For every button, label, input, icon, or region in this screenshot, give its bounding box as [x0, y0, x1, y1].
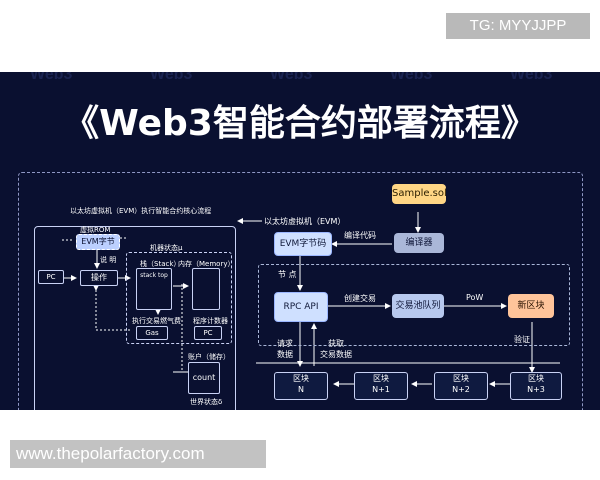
program-counter-label: 程序计数器 — [193, 317, 228, 325]
node-label: 节 点 — [278, 270, 297, 279]
pc-counter-node: PC — [194, 326, 222, 340]
world-state-label: 世界状态δ — [190, 398, 223, 406]
account-storage-label: 账户（储存） — [188, 353, 230, 361]
evm-label: 以太坊虚拟机（EVM） — [264, 217, 346, 226]
connectors — [60, 212, 560, 387]
verify-label: 验证 — [514, 335, 530, 344]
tg-watermark: TG: MYYJJPP — [446, 13, 590, 39]
count-node: count — [188, 362, 220, 394]
memory-node — [192, 268, 220, 310]
left-heading: 以太坊虚拟机（EVM）执行智能合约核心流程 — [70, 207, 212, 215]
request-label-1: 请求 — [277, 339, 293, 348]
brand-watermark: Web3 — [150, 72, 193, 83]
pc-node: PC — [38, 270, 64, 284]
brand-watermark: Web3 — [270, 72, 313, 83]
outer-frame — [18, 172, 583, 410]
evm-bytecode-node: EVM字节 — [76, 234, 120, 250]
machine-state-label: 机器状态μ — [150, 244, 183, 252]
diagram-title: 《Web3智能合约部署流程》 — [63, 103, 537, 144]
request-label-2: 数据 — [277, 350, 293, 359]
new-block-box: 新区块 — [508, 294, 554, 318]
machine-state-box — [126, 252, 232, 344]
fetch-label-2: 交易数据 — [320, 350, 352, 359]
compile-code-label: 编译代码 — [344, 231, 376, 240]
fetch-label-1: 获取 — [328, 339, 344, 348]
compiler-box: 编译器 — [394, 233, 444, 253]
explain-label: 说 明 — [100, 256, 117, 264]
rpc-api-box: RPC API — [274, 292, 328, 322]
diagram-panel: Web3 Web3 Web3 Web3 Web3 《Web3智能合约部署流程》 — [0, 72, 600, 410]
site-watermark: www.thepolarfactory.com — [10, 440, 266, 468]
brand-watermark: Web3 — [510, 72, 553, 83]
gas-fee-label: 执行交易燃气费 — [132, 317, 181, 325]
stack-label: 栈（Stack） — [140, 260, 181, 268]
brand-watermark: Web3 — [30, 72, 73, 83]
virtual-rom-label: 虚拟ROM — [80, 226, 111, 234]
evm-bytecode-box: EVM字节码 — [274, 232, 332, 256]
sample-sol-node: Sample.sol — [392, 184, 447, 204]
stack-node: stack top — [136, 268, 172, 310]
create-tx-label: 创建交易 — [344, 294, 376, 303]
pow-label: PoW — [466, 293, 484, 302]
evm-core-box — [34, 226, 236, 410]
operation-node: 操作 — [80, 270, 118, 286]
memory-label: 内存（Memory） — [178, 260, 235, 268]
gas-node: Gas — [136, 326, 168, 340]
node-region — [258, 264, 570, 346]
brand-watermark: Web3 — [390, 72, 433, 83]
tx-pool-box: 交易池队列 — [392, 294, 444, 318]
